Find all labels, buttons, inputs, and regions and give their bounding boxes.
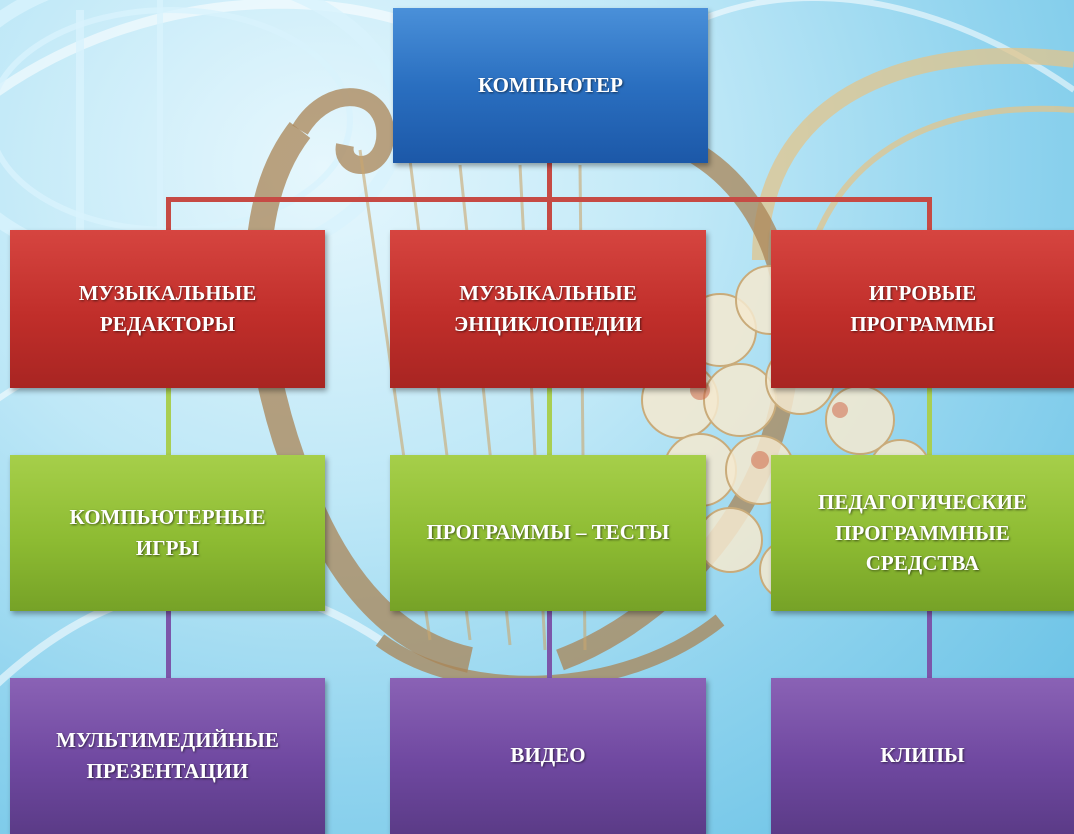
connector-to-col1: [166, 197, 171, 235]
connector-to-col3: [927, 197, 932, 235]
connector-col1-l1-l2: [166, 385, 171, 460]
node-pedagogical-software: ПЕДАГОГИЧЕСКИЕ ПРОГРАММНЫЕ СРЕДСТВА: [771, 455, 1074, 611]
root-connector-stem: [547, 160, 552, 200]
node-clips: КЛИПЫ: [771, 678, 1074, 834]
node-test-programs: ПРОГРАММЫ – ТЕСТЫ: [390, 455, 706, 611]
node-multimedia-presentations: МУЛЬТИМЕДИЙНЫЕ ПРЕЗЕНТАЦИИ: [10, 678, 325, 834]
node-music-editors: МУЗЫКАЛЬНЫЕ РЕДАКТОРЫ: [10, 230, 325, 388]
connector-col2-l1-l2: [547, 385, 552, 460]
connector-col1-l2-l3: [166, 608, 171, 683]
node-computer-games: КОМПЬЮТЕРНЫЕ ИГРЫ: [10, 455, 325, 611]
connector-col3-l2-l3: [927, 608, 932, 683]
connector-to-col2: [547, 197, 552, 235]
node-music-encyclopedias: МУЗЫКАЛЬНЫЕ ЭНЦИКЛОПЕДИИ: [390, 230, 706, 388]
root-node-computer: КОМПЬЮТЕР: [393, 8, 708, 163]
connector-col3-l1-l2: [927, 385, 932, 460]
connector-col2-l2-l3: [547, 608, 552, 683]
node-game-programs: ИГРОВЫЕ ПРОГРАММЫ: [771, 230, 1074, 388]
node-video: ВИДЕО: [390, 678, 706, 834]
